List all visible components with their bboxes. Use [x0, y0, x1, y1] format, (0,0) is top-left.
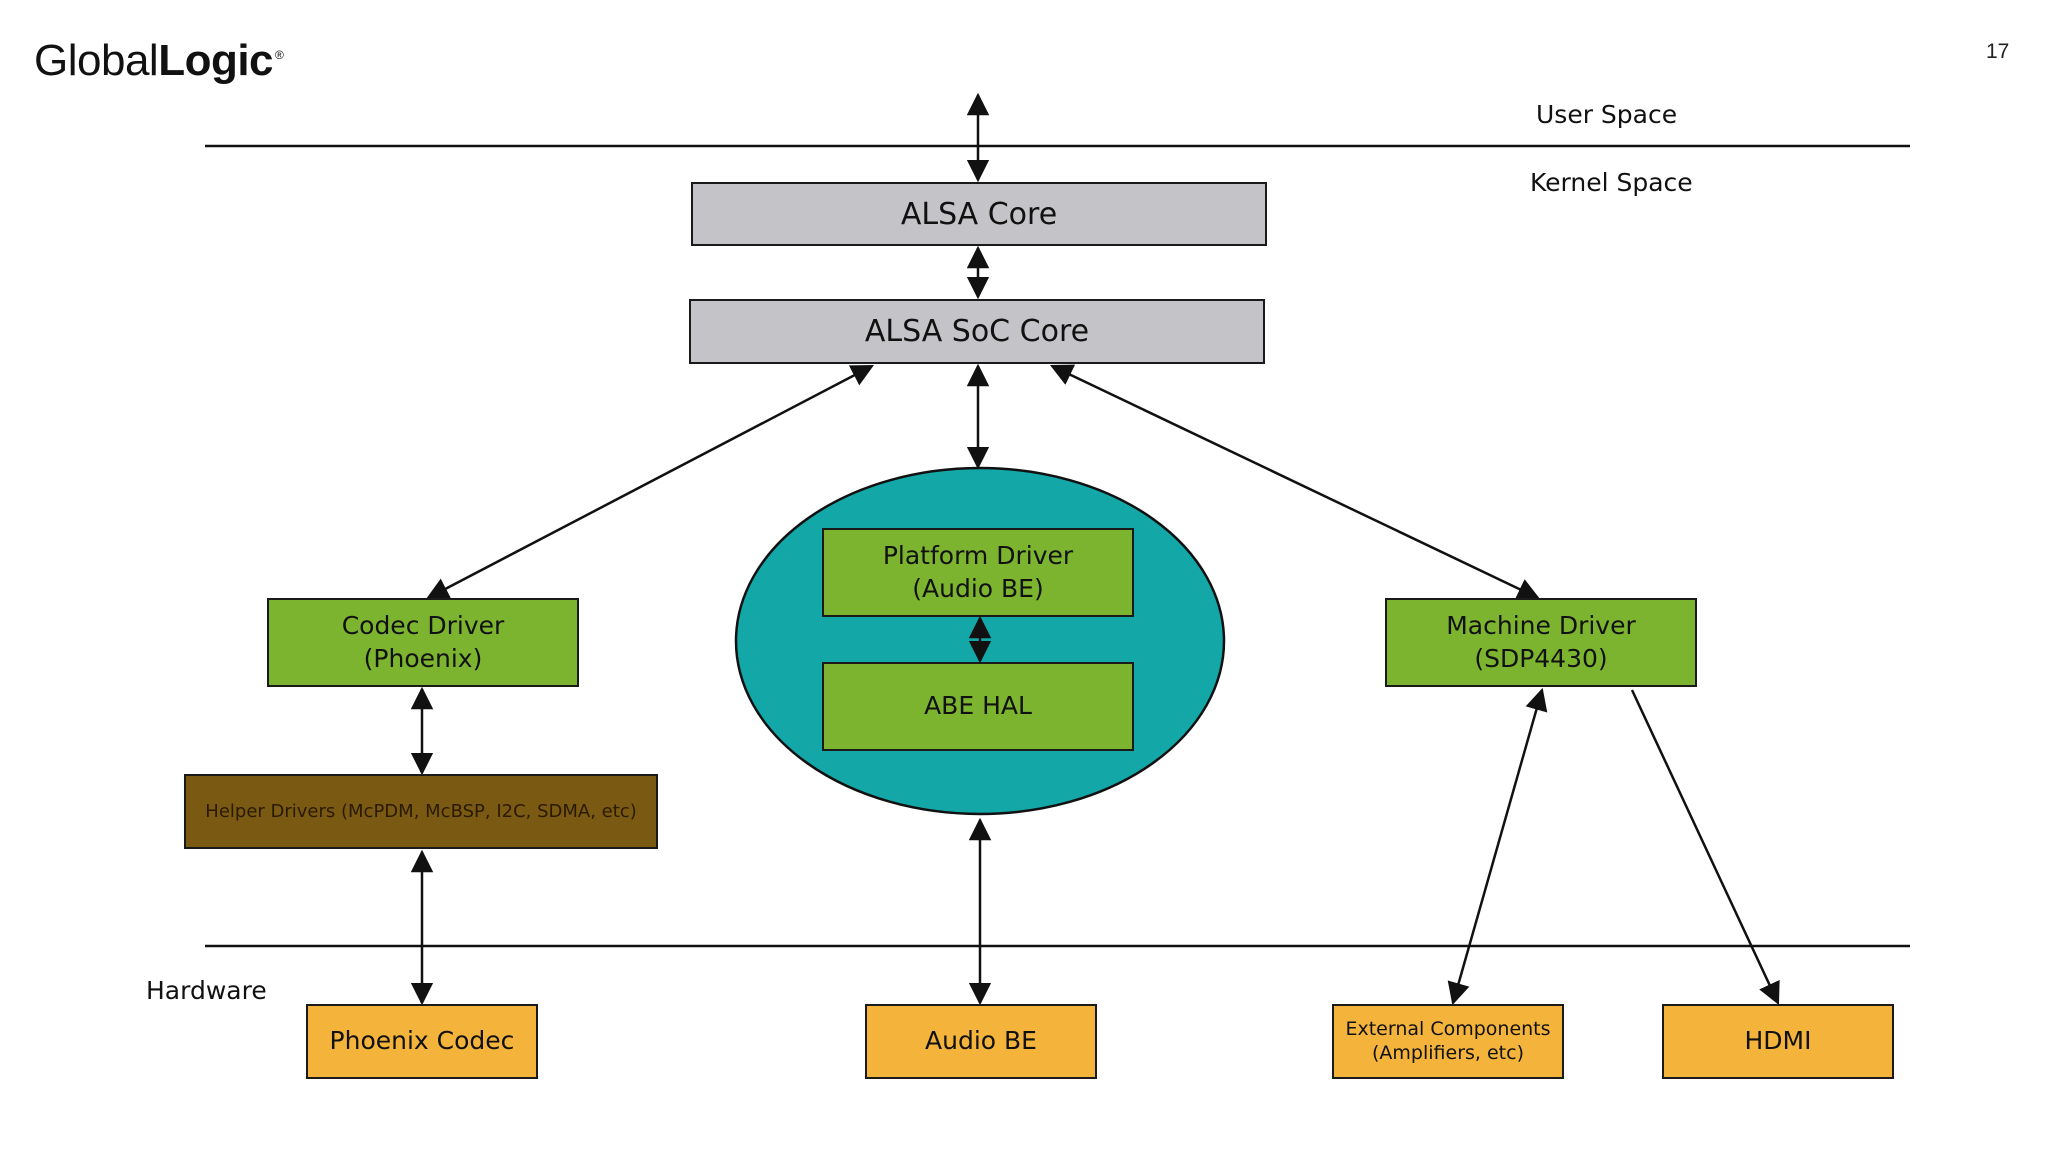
- codec-driver-label: Codec Driver (Phoenix): [341, 611, 505, 673]
- arrow-machine-hdmi: [1630, 689, 1780, 1006]
- hardware-label: Hardware: [146, 976, 267, 1005]
- hdmi-block: HDMI: [1662, 1004, 1894, 1079]
- external-components-block: External Components (Amplifiers, etc): [1332, 1004, 1564, 1079]
- alsa-core-label: ALSA Core: [900, 196, 1058, 232]
- alsa-soc-core-label: ALSA SoC Core: [864, 314, 1090, 349]
- user-space-label: User Space: [1536, 100, 1678, 129]
- codec-driver-block: Codec Driver (Phoenix): [267, 598, 579, 687]
- platform-driver-block: Platform Driver (Audio BE): [822, 528, 1134, 617]
- machine-driver-block: Machine Driver (SDP4430): [1385, 598, 1697, 687]
- alsa-core-block: ALSA Core: [691, 182, 1267, 246]
- page-number: 17: [1986, 40, 2010, 63]
- kernel-space-label: Kernel Space: [1530, 168, 1693, 197]
- audio-be-label: Audio BE: [925, 1026, 1037, 1056]
- audio-be-block: Audio BE: [865, 1004, 1097, 1079]
- alsa-soc-core-block: ALSA SoC Core: [689, 299, 1265, 364]
- logo-text-light: Global: [34, 36, 159, 85]
- helper-drivers-label: Helper Drivers (McPDM, McBSP, I2C, SDMA,…: [205, 800, 637, 822]
- abe-hal-label: ABE HAL: [924, 691, 1032, 721]
- phoenix-codec-label: Phoenix Codec: [329, 1026, 515, 1056]
- logo-registered-mark: ®: [275, 48, 284, 63]
- phoenix-codec-block: Phoenix Codec: [306, 1004, 538, 1079]
- external-components-label: External Components (Amplifiers, etc): [1345, 1017, 1551, 1064]
- logo-text-bold: Logic: [158, 36, 274, 85]
- machine-driver-label: Machine Driver (SDP4430): [1446, 611, 1636, 673]
- platform-driver-label: Platform Driver (Audio BE): [882, 541, 1074, 603]
- helper-drivers-block: Helper Drivers (McPDM, McBSP, I2C, SDMA,…: [184, 774, 658, 849]
- arrow-machine-external: [1447, 687, 1548, 1006]
- hdmi-label: HDMI: [1744, 1026, 1812, 1056]
- globallogic-logo: GlobalLogic®: [34, 36, 284, 86]
- abe-hal-block: ABE HAL: [822, 662, 1134, 751]
- arrow-soc-codec-driver: [426, 364, 874, 600]
- arrow-soc-machine-driver: [1049, 364, 1541, 600]
